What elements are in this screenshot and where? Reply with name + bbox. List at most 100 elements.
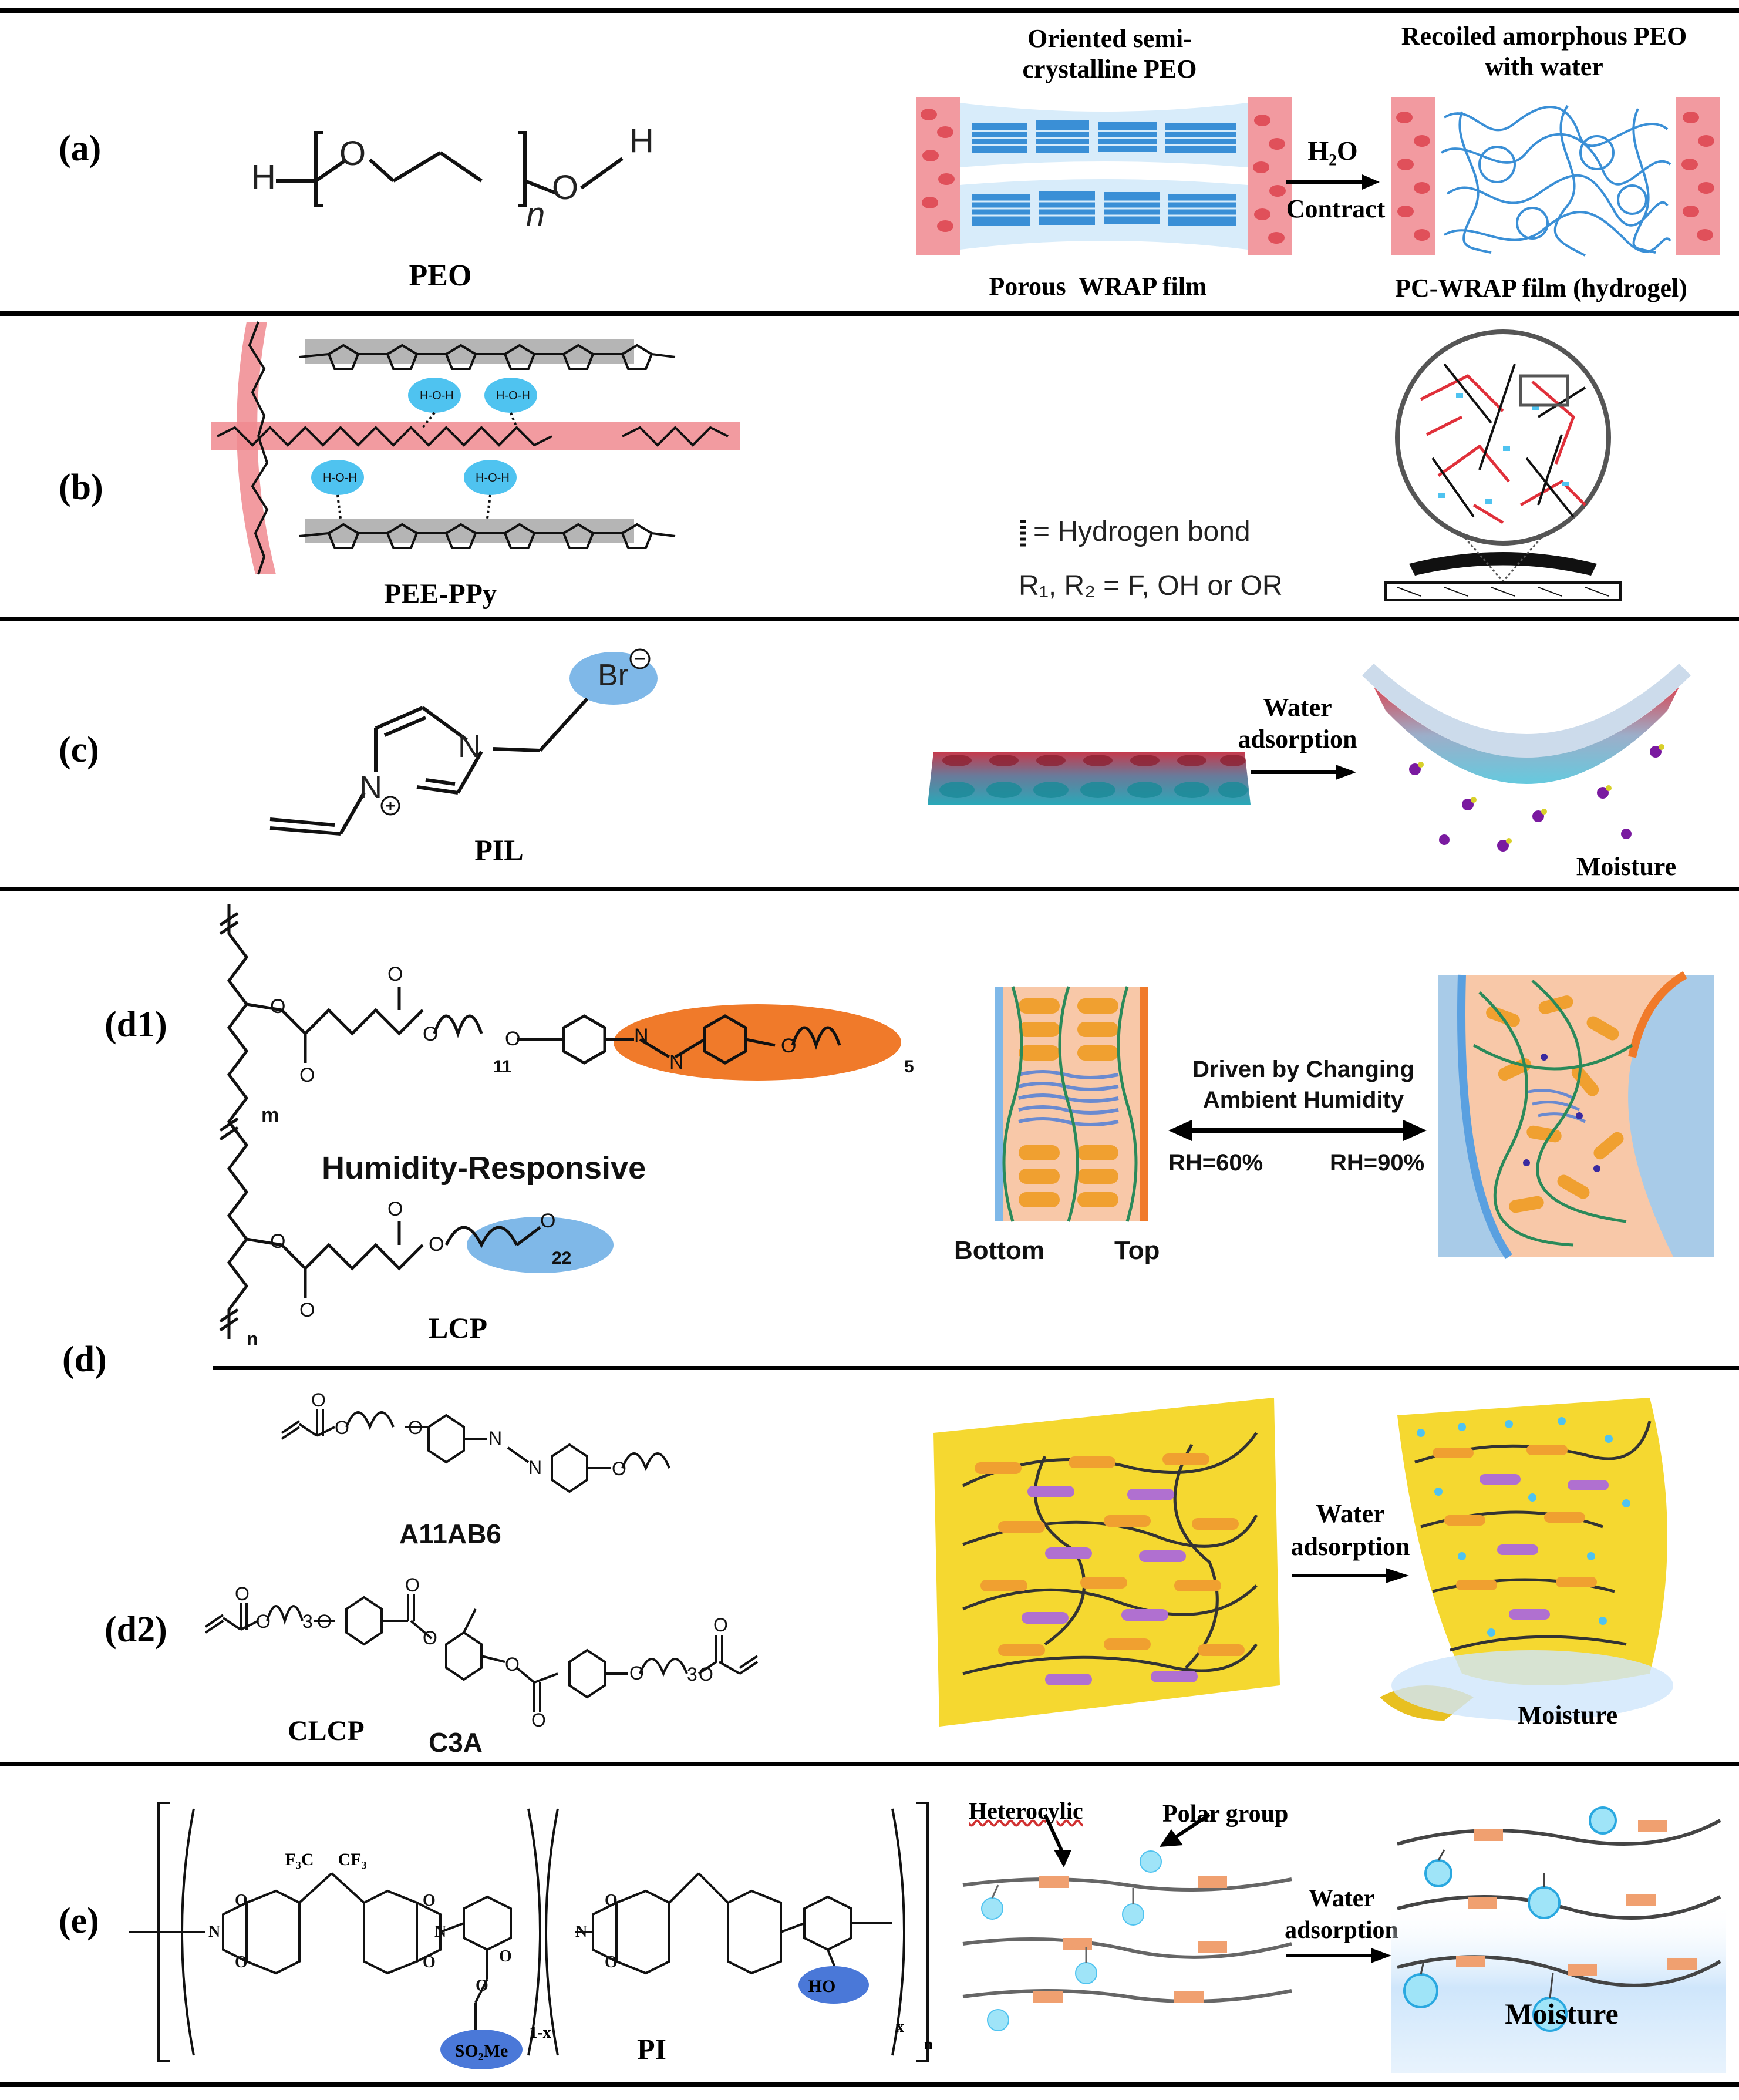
svg-text:O: O	[699, 1664, 713, 1685]
svg-text:O: O	[423, 1627, 437, 1648]
svg-text:O: O	[299, 1064, 315, 1086]
lcp-curled-film	[1438, 971, 1714, 1259]
svg-text:O: O	[299, 1299, 315, 1321]
lcp-subscript-m: m	[261, 1104, 279, 1126]
pi-cf3-left: F₃C	[285, 1850, 314, 1869]
svg-text:O: O	[605, 1953, 618, 1971]
svg-text:N: N	[528, 1457, 542, 1478]
legend-hydrogen-bond: = Hydrogen bond	[1033, 516, 1251, 547]
peo-atom-h-right: H	[629, 122, 654, 160]
peo-subscript-n: n	[526, 196, 545, 234]
svg-text:H-O-H: H-O-H	[496, 389, 530, 402]
rh90-label: RH=90%	[1330, 1150, 1425, 1176]
svg-text:3: 3	[687, 1664, 697, 1685]
pil-atom-n-top: N	[458, 729, 481, 764]
svg-text:O: O	[235, 1583, 250, 1604]
svg-text:O: O	[235, 1953, 248, 1971]
lcp-film-bottom-label: Bottom	[954, 1236, 1044, 1265]
svg-text:O: O	[713, 1614, 728, 1635]
svg-text:O: O	[423, 1023, 438, 1045]
svg-text:H-O-H: H-O-H	[323, 472, 357, 484]
film-label-porous-wrap: Porous WRAP film	[989, 272, 1207, 301]
pi-chains-dry	[962, 1850, 1292, 2031]
pi-structure: NOO NOO NOO OO	[129, 1802, 929, 2069]
lcp-flat-film	[995, 986, 1148, 1222]
svg-text:O: O	[387, 1198, 403, 1220]
svg-text:O: O	[311, 1389, 326, 1411]
svg-text:N: N	[488, 1428, 502, 1449]
caption-oriented-peo: Oriented semi-crystalline PEO	[1022, 24, 1197, 83]
pi-so2me: SO₂Me	[454, 2041, 508, 2061]
panel-e-label: (e)	[59, 1901, 99, 1941]
polar-group-label: Polar group	[1162, 1801, 1289, 1828]
svg-text:O: O	[505, 1028, 520, 1050]
lcp-subscript-n: n	[247, 1328, 258, 1349]
peo-molecule-name: PEO	[409, 259, 472, 292]
arrow-label-h2o: H₂O	[1307, 136, 1358, 166]
heterocyclic-label: Heterocylic	[969, 1798, 1083, 1824]
oriented-peo-film	[916, 97, 1292, 255]
panel-divider-bottom	[0, 2082, 1739, 2087]
lcp-subscript-5: 5	[904, 1057, 914, 1076]
arrow-label-contract: Contract	[1286, 194, 1386, 223]
pi-molecule-name: PI	[637, 2032, 666, 2065]
pil-structure	[269, 648, 658, 836]
clcp-arrow	[1292, 1568, 1409, 1583]
clcp-moisture-label: Moisture	[1517, 1701, 1618, 1729]
lcp-subscript-22: 22	[552, 1248, 572, 1268]
svg-text:O: O	[405, 1574, 420, 1596]
panel-a-label: (a)	[59, 129, 102, 169]
driven-by-humidity-label: Driven by Changing Ambient Humidity	[1192, 1056, 1414, 1113]
clcp-arrow-label: Water adsorption	[1290, 1499, 1410, 1561]
svg-text:N: N	[669, 1051, 684, 1073]
arrow-right-a	[1286, 174, 1380, 190]
pi-arrow	[1286, 1948, 1391, 1963]
pil-atom-n-plus: N	[359, 770, 382, 805]
a11ab6-label: A11AB6	[399, 1519, 501, 1549]
pi-subscript-x: x	[896, 2018, 904, 2036]
panel-divider-bc	[0, 617, 1739, 621]
panel-divider-ab	[0, 311, 1739, 316]
pil-arrow-label: Water adsorption	[1238, 693, 1357, 753]
lcp-subscript-11: 11	[493, 1057, 512, 1076]
svg-text:O: O	[629, 1662, 644, 1684]
svg-text:N: N	[575, 1923, 587, 1941]
panel-divider-d1d2	[213, 1366, 1739, 1370]
pi-ho: HO	[808, 1977, 836, 1996]
panel-d-label: (d)	[62, 1340, 107, 1379]
rh60-label: RH=60%	[1168, 1150, 1263, 1176]
pee-ppy-zoom-illustration	[1384, 329, 1622, 601]
svg-text:O: O	[540, 1210, 555, 1232]
svg-text:O: O	[256, 1611, 271, 1632]
panel-divider-cd	[0, 887, 1739, 891]
svg-text:O: O	[408, 1417, 423, 1438]
pi-subscript-1-x: 1-x	[529, 2024, 551, 2042]
panel-c-label: (c)	[59, 730, 99, 770]
svg-text:O: O	[423, 1953, 436, 1971]
panel-d1-label: (d1)	[105, 1005, 167, 1045]
pi-subscript-n: n	[924, 2035, 933, 2054]
svg-text:O: O	[270, 1230, 285, 1253]
hbond-legend-icon	[1020, 520, 1026, 547]
peo-atom-o-left: O	[339, 134, 366, 173]
svg-text:O: O	[335, 1417, 349, 1438]
svg-text:O: O	[317, 1611, 332, 1632]
panel-divider-top	[0, 8, 1739, 13]
svg-text:O: O	[270, 995, 285, 1018]
clcp-curled-film	[1380, 1398, 1673, 1721]
panel-b-label: (b)	[59, 467, 103, 507]
pil-arrow	[1251, 765, 1356, 780]
svg-text:O: O	[531, 1709, 546, 1731]
caption-recoiled-peo: Recoiled amorphous PEO with water	[1401, 22, 1687, 81]
film-label-pc-wrap: PC-WRAP film (hydrogel)	[1395, 274, 1687, 302]
pil-flat-film	[928, 752, 1251, 805]
svg-text:O: O	[781, 1035, 796, 1057]
humidity-responsive-label: Humidity-Responsive	[322, 1150, 646, 1186]
pil-molecule-name: PIL	[474, 833, 524, 866]
pil-bromide: Br	[598, 658, 628, 692]
peo-structure	[276, 131, 624, 207]
svg-text:O: O	[235, 1892, 248, 1910]
svg-text:O: O	[423, 1892, 436, 1910]
